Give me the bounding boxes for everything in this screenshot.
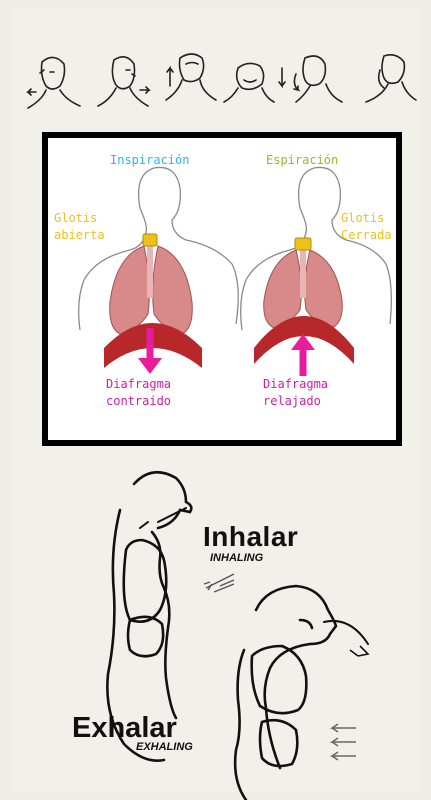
glottis-open-label: Glotis abierta <box>54 210 105 244</box>
head-tilt-down-icon <box>224 63 285 102</box>
breathing-diagram: Inspiración Espiración Glotis abierta Gl… <box>48 138 396 440</box>
lungs-right <box>254 238 354 376</box>
neck-exercises-row <box>0 40 431 120</box>
exhale-side-arrows <box>332 724 356 760</box>
inspiration-title: Inspiración <box>110 152 189 169</box>
breathing-cycle-illustration <box>0 460 431 800</box>
glottis-closed-label: Glotis Cerrada <box>341 210 392 244</box>
glottis-open-marker <box>143 234 157 246</box>
lungs-illustration <box>48 138 396 440</box>
inhale-subtitle: INHALING <box>210 552 263 564</box>
lungs-left <box>104 234 202 374</box>
diaphragm-contracted-label: Diafragma contraido <box>106 376 171 410</box>
head-roll-left-icon <box>294 56 342 102</box>
arrow-down-icon <box>138 358 162 374</box>
expiration-title: Espiración <box>266 152 338 169</box>
diaphragm-relaxed-label: Diafragma relajado <box>263 376 328 410</box>
head-roll-right-icon <box>366 55 416 102</box>
exhale-figure <box>235 586 368 800</box>
exhale-subtitle: EXHALING <box>136 741 193 753</box>
head-turn-left-icon <box>28 57 80 108</box>
breathing-diagram-frame: Inspiración Espiración Glotis abierta Gl… <box>42 132 402 446</box>
head-turn-right-icon <box>98 57 149 106</box>
glottis-closed-marker <box>295 238 311 250</box>
exhale-arrows <box>350 646 368 656</box>
head-tilt-up-icon <box>166 54 216 100</box>
inhale-arrows <box>204 574 234 592</box>
inhale-title: Inhalar <box>203 521 298 553</box>
